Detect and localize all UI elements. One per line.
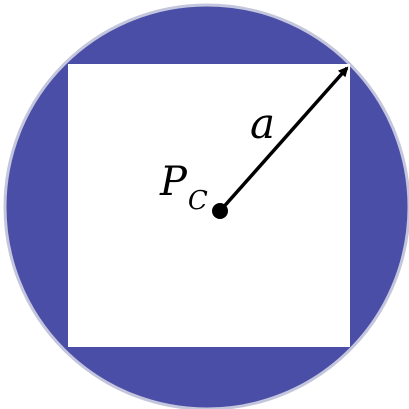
center-point bbox=[212, 203, 228, 219]
center-label-subscript: C bbox=[187, 186, 208, 216]
inscribed-square bbox=[68, 64, 350, 347]
radius-arrow bbox=[218, 66, 349, 213]
center-label-main: P bbox=[160, 159, 187, 205]
radius-label: a bbox=[250, 99, 276, 148]
center-label: PC bbox=[160, 159, 208, 214]
